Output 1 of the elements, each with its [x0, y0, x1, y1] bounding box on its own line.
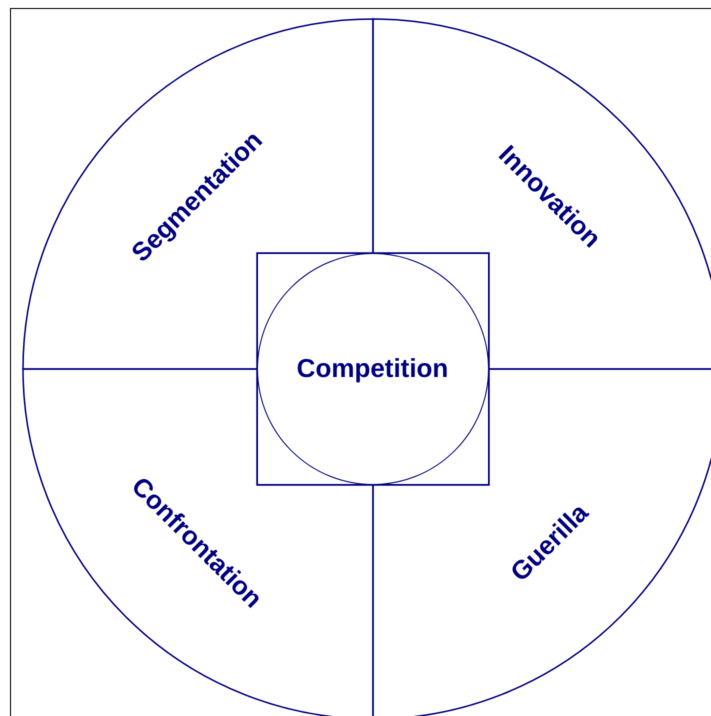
- center-circle: Competition: [256, 252, 488, 484]
